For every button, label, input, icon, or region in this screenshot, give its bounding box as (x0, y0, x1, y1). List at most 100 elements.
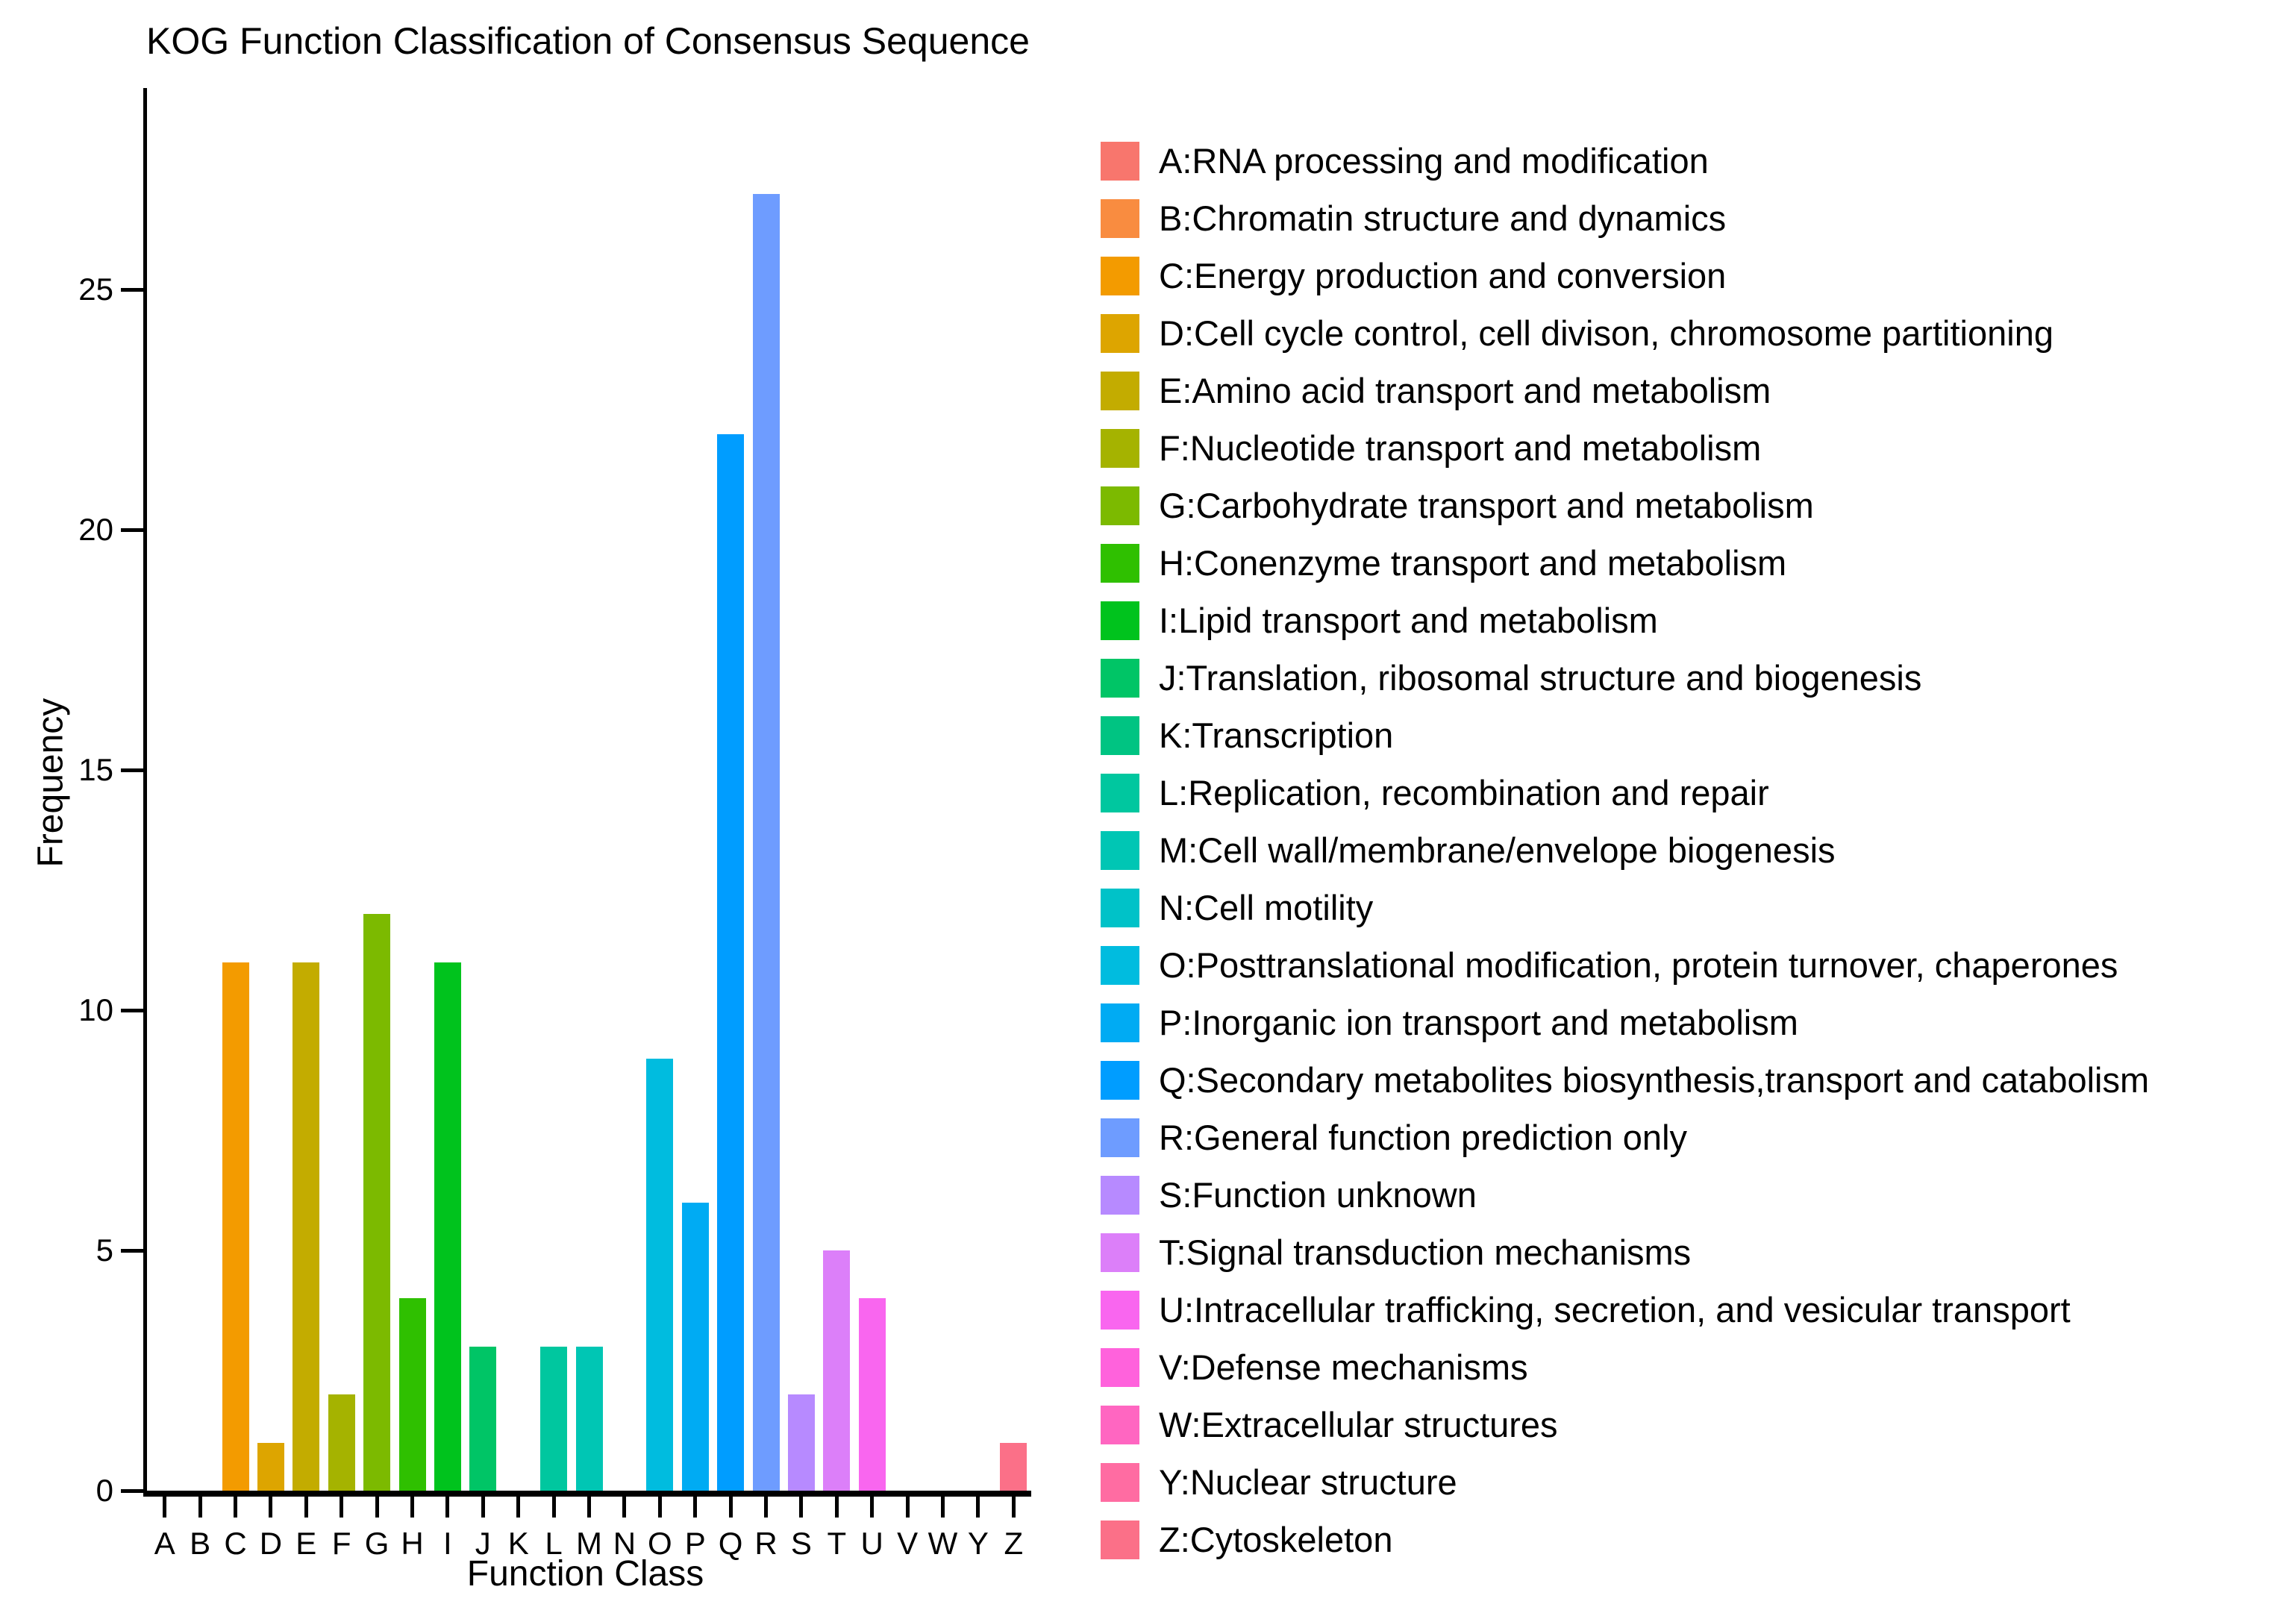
x-tick-label-F: F (331, 1526, 351, 1561)
legend-label-E: E:Amino acid transport and metabolism (1159, 371, 1771, 410)
y-tick-label-15: 15 (78, 752, 113, 788)
bar-M (575, 1346, 603, 1491)
bar-H (398, 1298, 426, 1491)
x-tick-label-S: S (790, 1526, 812, 1561)
bar-P (681, 1202, 709, 1491)
legend-label-C: C:Energy production and conversion (1159, 256, 1727, 295)
y-tick-10 (121, 1008, 143, 1012)
x-tick-label-I: I (443, 1526, 452, 1561)
bar-C (222, 962, 249, 1491)
bar-Q (717, 433, 745, 1491)
legend-item-K: K:Transcription (1101, 716, 2149, 755)
bar-J (469, 1346, 497, 1491)
x-tick-label-O: O (647, 1526, 672, 1561)
bar-F (328, 1394, 355, 1491)
legend-item-P: P:Inorganic ion transport and metabolism (1101, 1003, 2149, 1042)
legend-item-B: B:Chromatin structure and dynamics (1101, 199, 2149, 238)
x-tick-label-U: U (860, 1526, 883, 1561)
legend-item-L: L:Replication, recombination and repair (1101, 774, 2149, 812)
x-tick-K (516, 1497, 521, 1518)
legend-swatch-C (1101, 257, 1139, 295)
legend-swatch-U (1101, 1291, 1139, 1330)
x-tick-T (834, 1497, 839, 1518)
legend-item-A: A:RNA processing and modification (1101, 142, 2149, 181)
x-tick-label-G: G (364, 1526, 390, 1561)
x-tick-S (799, 1497, 804, 1518)
legend-item-G: G:Carbohydrate transport and metabolism (1101, 486, 2149, 525)
x-tick-G (375, 1497, 379, 1518)
x-tick-N (622, 1497, 627, 1518)
y-axis-title: Frequency (31, 698, 71, 868)
legend-label-L: L:Replication, recombination and repair (1159, 773, 1769, 812)
bar-G (363, 914, 391, 1491)
x-tick-I (445, 1497, 450, 1518)
legend-label-W: W:Extracellular structures (1159, 1405, 1558, 1444)
legend-item-T: T:Signal transduction mechanisms (1101, 1233, 2149, 1272)
bar-U (858, 1298, 886, 1491)
y-tick-label-25: 25 (78, 272, 113, 307)
legend-item-M: M:Cell wall/membrane/envelope biogenesis (1101, 831, 2149, 870)
legend-swatch-F (1101, 429, 1139, 468)
y-tick-25 (121, 287, 143, 292)
bar-R (752, 193, 780, 1491)
x-tick-P (693, 1497, 698, 1518)
legend-swatch-E (1101, 372, 1139, 410)
y-tick-15 (121, 768, 143, 772)
bar-T (823, 1250, 851, 1491)
legend-label-B: B:Chromatin structure and dynamics (1159, 198, 1727, 238)
x-tick-M (587, 1497, 591, 1518)
x-tick-H (410, 1497, 414, 1518)
x-tick-label-Q: Q (718, 1526, 743, 1561)
legend-label-A: A:RNA processing and modification (1159, 141, 1709, 181)
bar-O (646, 1058, 674, 1491)
legend-item-Q: Q:Secondary metabolites biosynthesis,tra… (1101, 1061, 2149, 1100)
legend-label-U: U:Intracellular trafficking, secretion, … (1159, 1290, 2071, 1330)
y-tick-label-5: 5 (96, 1233, 113, 1268)
legend-swatch-O (1101, 946, 1139, 985)
y-tick-20 (121, 527, 143, 532)
legend-label-N: N:Cell motility (1159, 888, 1374, 927)
bar-Z (1000, 1442, 1027, 1491)
chart-title: KOG Function Classification of Consensus… (146, 20, 1030, 62)
legend-item-F: F:Nucleotide transport and metabolism (1101, 429, 2149, 468)
x-tick-label-Z: Z (1004, 1526, 1024, 1561)
x-tick-label-K: K (507, 1526, 529, 1561)
legend-label-P: P:Inorganic ion transport and metabolism (1159, 1003, 1798, 1042)
legend-item-W: W:Extracellular structures (1101, 1406, 2149, 1444)
legend-label-R: R:General function prediction only (1159, 1118, 1688, 1157)
legend-swatch-P (1101, 1003, 1139, 1042)
legend-label-K: K:Transcription (1159, 715, 1394, 755)
x-tick-C (234, 1497, 237, 1518)
legend-swatch-G (1101, 486, 1139, 525)
x-tick-label-N: N (613, 1526, 636, 1561)
x-tick-E (304, 1497, 308, 1518)
legend-item-Y: Y:Nuclear structure (1101, 1463, 2149, 1502)
legend-swatch-I (1101, 601, 1139, 640)
y-tick-label-10: 10 (78, 992, 113, 1028)
x-tick-B (198, 1497, 202, 1518)
legend-swatch-L (1101, 774, 1139, 812)
legend-swatch-K (1101, 716, 1139, 755)
legend-label-F: F:Nucleotide transport and metabolism (1159, 428, 1762, 468)
x-tick-L (551, 1497, 556, 1518)
x-tick-label-L: L (545, 1526, 563, 1561)
y-tick-5 (121, 1248, 143, 1253)
x-tick-F (340, 1497, 344, 1518)
x-tick-label-B: B (190, 1526, 211, 1561)
legend-swatch-S (1101, 1176, 1139, 1215)
legend-swatch-Q (1101, 1061, 1139, 1100)
legend-item-U: U:Intracellular trafficking, secretion, … (1101, 1291, 2149, 1330)
legend-item-V: V:Defense mechanisms (1101, 1348, 2149, 1387)
bar-I (434, 962, 461, 1491)
x-tick-label-J: J (475, 1526, 491, 1561)
legend-swatch-Y (1101, 1463, 1139, 1502)
legend-item-Z: Z:Cytoskeleton (1101, 1521, 2149, 1559)
bar-S (787, 1394, 815, 1491)
legend-swatch-D (1101, 314, 1139, 353)
legend-swatch-R (1101, 1118, 1139, 1157)
legend-swatch-Z (1101, 1521, 1139, 1559)
x-axis-title: Function Class (466, 1554, 704, 1594)
x-tick-Y (976, 1497, 980, 1518)
x-tick-J (481, 1497, 485, 1518)
